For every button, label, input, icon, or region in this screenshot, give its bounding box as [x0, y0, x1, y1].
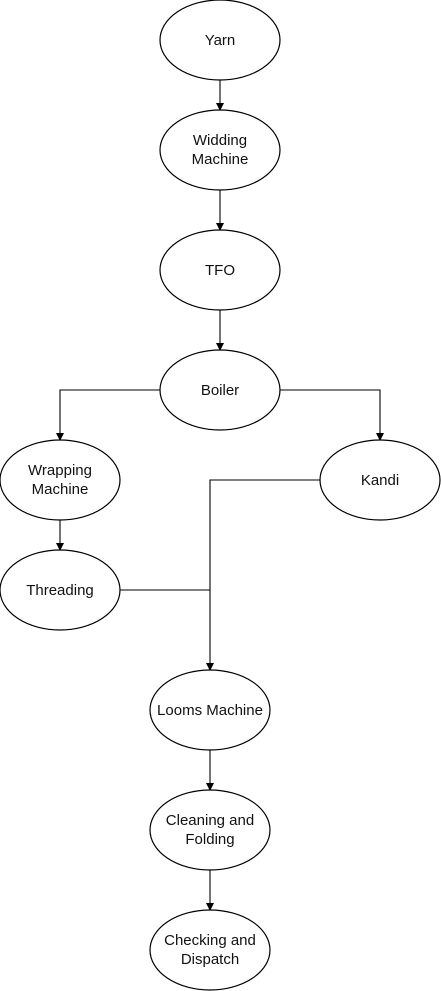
node-tfo-label: TFO: [205, 262, 235, 279]
node-boiler-label: Boiler: [201, 382, 239, 399]
edge-kandi-to-looms: [206, 479, 320, 671]
node-widding-machine-label-line2: Machine: [192, 151, 249, 168]
node-checking-and-dispatch: Checking and Dispatch: [149, 909, 271, 991]
node-cleaning-and-folding: Cleaning and Folding: [149, 789, 271, 871]
node-looms-machine: Looms Machine: [149, 669, 271, 751]
edge-boiler-to-wrapping: [56, 389, 160, 441]
node-yarn: Yarn: [159, 0, 281, 81]
node-checking-and-dispatch-label-line1: Checking and: [164, 932, 256, 949]
node-tfo-shape: [159, 229, 281, 311]
node-threading: Threading: [0, 549, 121, 631]
node-boiler-shape: [159, 349, 281, 431]
node-checking-and-dispatch-label-line2: Dispatch: [181, 951, 239, 968]
edges: [56, 80, 384, 911]
node-widding-machine: Widding Machine: [159, 109, 281, 191]
node-checking-and-dispatch-shape: [149, 909, 271, 991]
node-yarn-shape: [159, 0, 281, 81]
node-threading-shape: [0, 549, 121, 631]
node-boiler: Boiler: [159, 349, 281, 431]
node-widding-machine-shape: [159, 109, 281, 191]
node-cleaning-and-folding-label-line1: Cleaning and: [166, 812, 254, 829]
node-kandi-label: Kandi: [361, 472, 399, 489]
node-wrapping-machine-label-line2: Machine: [32, 481, 89, 498]
node-looms-machine-shape: [149, 669, 271, 751]
node-yarn-label: Yarn: [205, 32, 236, 49]
node-cleaning-and-folding-label-line2: Folding: [185, 831, 234, 848]
node-kandi-shape: [319, 439, 441, 521]
node-widding-machine-label-line1: Widding: [193, 132, 247, 149]
node-kandi: Kandi: [319, 439, 441, 521]
edge-boiler-to-kandi: [280, 389, 384, 441]
node-wrapping-machine-label-line1: Wrapping: [28, 462, 92, 479]
node-threading-label: Threading: [26, 582, 94, 599]
node-wrapping-machine-shape: [0, 439, 121, 521]
node-tfo: TFO: [159, 229, 281, 311]
node-wrapping-machine: Wrapping Machine: [0, 439, 121, 521]
node-looms-machine-label: Looms Machine: [157, 702, 263, 719]
node-cleaning-and-folding-shape: [149, 789, 271, 871]
